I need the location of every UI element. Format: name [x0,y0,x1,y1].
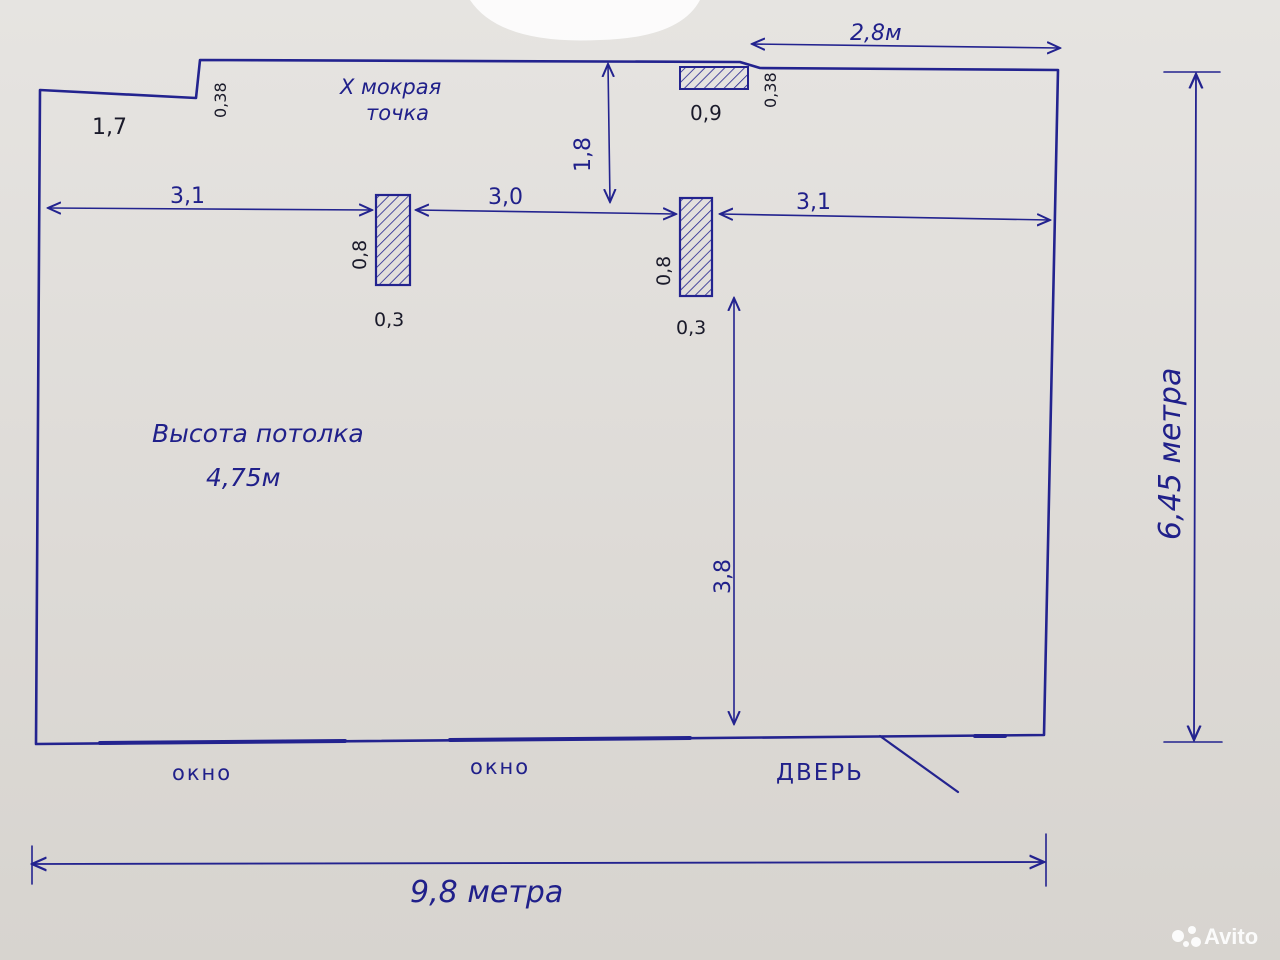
column-1 [374,193,412,287]
label-middle-span: 3,0 [488,185,523,210]
label-col1-height: 0,8 [349,240,371,270]
dim-middle-span [416,210,676,214]
label-col2-width: 0,3 [676,317,706,339]
label-top-right-span: 2,8м [850,21,902,46]
dim-top-right [752,44,1060,48]
label-room-height: 6,45 метра [1153,368,1188,540]
dim-col-offset [608,64,610,202]
paper-notch [470,0,700,41]
label-wet-point: Х мокрая [339,75,441,99]
avito-logo-dot-4 [1191,937,1201,947]
label-wet-point-2: точка [366,101,429,125]
avito-wordmark: Avito [1204,924,1258,949]
label-right-span: 3,1 [796,190,831,215]
dim-left-span [48,208,372,210]
room-outline [34,58,1060,746]
avito-logo-dot-3 [1183,941,1189,947]
avito-watermark: Avito [1172,924,1258,949]
door-swing-line [878,734,960,794]
dim-room-width [32,862,1044,864]
window-2-segment [448,736,692,742]
label-col1-width: 0,3 [374,309,404,331]
label-window-2: окно [470,755,530,779]
window-1-segment [98,739,347,745]
label-door: ДВЕРЬ [776,760,864,786]
label-left-span: 3,1 [170,184,205,209]
dim-room-height [1194,74,1196,740]
avito-logo-dot-1 [1172,930,1184,942]
label-ceiling-height-title: Высота потолка [152,419,364,448]
label-vent-width: 0,9 [690,101,722,125]
label-room-width: 9,8 метра [410,875,563,910]
dim-right-span [720,214,1050,220]
label-corner-height: 0,38 [211,82,230,118]
avito-logo-dot-2 [1188,926,1196,934]
column-2 [678,196,714,298]
label-col-offset: 1,8 [571,137,596,172]
label-col2-height: 0,8 [653,256,675,286]
label-vent-depth: 0,38 [761,72,780,108]
label-lower-span: 3,8 [711,559,736,594]
vent-box [679,66,749,90]
label-window-1: окно [172,761,232,785]
label-corner-width: 1,7 [92,115,127,140]
label-ceiling-height-value: 4,75м [206,463,281,492]
